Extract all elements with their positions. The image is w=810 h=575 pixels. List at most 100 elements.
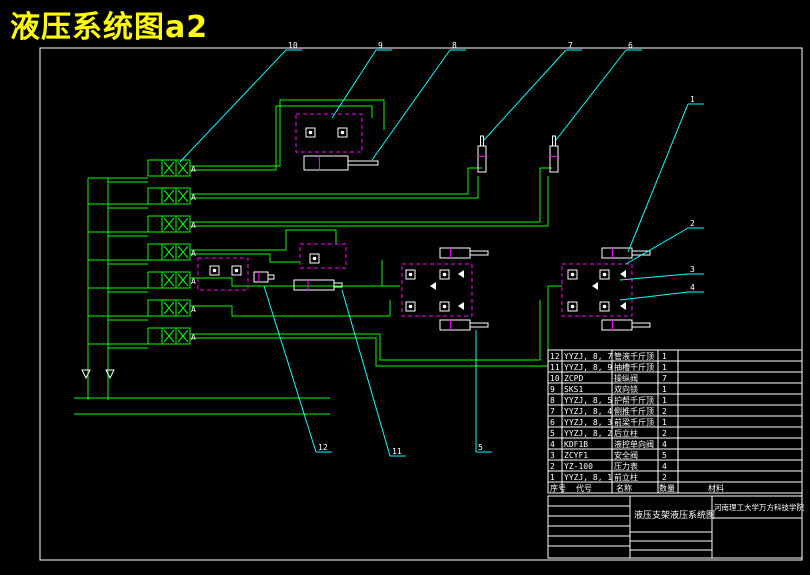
- to-front-col: [190, 260, 383, 287]
- bom-header-cell: 数量: [659, 483, 675, 493]
- bom-name: 前梁千斤顶: [614, 417, 654, 427]
- safety-valve-icon: [430, 282, 436, 290]
- bom-qty: 7: [662, 374, 667, 383]
- svg-text:A: A: [191, 221, 196, 230]
- leader-line: [619, 291, 689, 301]
- rear-column-bottom: [601, 319, 651, 331]
- to-cyl-6: [190, 167, 552, 223]
- safety-valve-icon: [458, 270, 464, 278]
- leader-lines: [179, 49, 704, 457]
- operating-valve: A: [147, 215, 196, 233]
- callout-number: 3: [690, 265, 695, 274]
- bom-no: 12: [550, 352, 560, 361]
- bom-no: 10: [550, 374, 560, 383]
- bom-no: 11: [550, 363, 560, 372]
- bom-qty: 1: [662, 385, 667, 394]
- bom-name: 抽槽千斤顶: [614, 362, 654, 372]
- bom-name: 操纵阀: [614, 373, 638, 383]
- to-front-col-b: [190, 300, 391, 317]
- leader-line: [371, 49, 451, 161]
- to-rear-col: [190, 300, 541, 361]
- to-side-cyl: [190, 99, 385, 167]
- callout-number: 4: [690, 283, 695, 292]
- leader-line: [331, 49, 377, 119]
- bom-no: 5: [550, 429, 555, 438]
- leader-line: [619, 273, 689, 281]
- bom-code: ZCPD: [564, 374, 583, 383]
- leader-line: [483, 49, 567, 141]
- to-cyl-11: [190, 229, 337, 251]
- svg-text:A: A: [191, 249, 196, 258]
- pipe-cylinder-12: [253, 271, 275, 283]
- to-side-cyl-b: [190, 105, 373, 171]
- bom-code: ZCYF1: [564, 451, 588, 460]
- valve-block-rear: [561, 263, 633, 317]
- bom-name: 前立柱: [614, 472, 638, 482]
- safety-valve-icon: [458, 302, 464, 310]
- bom-header-cell: 名称: [616, 483, 632, 493]
- callout-number: 9: [378, 41, 383, 50]
- to-cyl-11b: [190, 253, 300, 263]
- two-way-lock-9: [295, 113, 363, 153]
- bom-name: 侧推千斤顶: [614, 406, 654, 416]
- to-cyl-6b: [190, 176, 549, 227]
- operating-valve: A: [147, 159, 196, 177]
- leader-line: [627, 103, 689, 253]
- bom-qty: 1: [662, 418, 667, 427]
- rear-column-top: [601, 247, 651, 259]
- to-cyl-7b: [190, 176, 479, 199]
- front-beam-cylinder-6: [549, 135, 559, 173]
- filter-icon: [105, 369, 115, 380]
- bom-header-cell: 材料: [708, 483, 724, 493]
- to-cyl-7: [190, 167, 482, 195]
- to-rear-col-b: [190, 286, 549, 367]
- bom-qty: 2: [662, 473, 667, 482]
- valve-block-front: [401, 263, 473, 317]
- school-name: 河南理工大学万方科技学院: [714, 502, 804, 512]
- callout-number: 1: [690, 95, 695, 104]
- bom-no: 6: [550, 418, 555, 427]
- bom-qty: 1: [662, 396, 667, 405]
- bom-header-cell: 代号: [576, 483, 592, 493]
- operating-valve: A: [147, 187, 196, 205]
- bom-no: 9: [550, 385, 555, 394]
- svg-text:A: A: [191, 333, 196, 342]
- pull-cylinder-11: [293, 279, 343, 291]
- leader-line: [179, 49, 287, 163]
- check-valve-icon: [439, 301, 450, 312]
- callout-number: 5: [478, 443, 483, 452]
- callout-number: 8: [452, 41, 457, 50]
- bom-no: 4: [550, 440, 555, 449]
- check-valve-icon: [599, 269, 610, 280]
- svg-text:A: A: [191, 193, 196, 202]
- check-valve-icon: [337, 127, 348, 138]
- check-valve-icon: [567, 301, 578, 312]
- bom-qty: 5: [662, 451, 667, 460]
- check-valve-icon: [309, 253, 320, 264]
- bom-qty: 4: [662, 462, 667, 471]
- callout-number: 2: [690, 219, 695, 228]
- bom-name: 管液千斤顶: [614, 351, 654, 361]
- safety-valve-icon: [592, 282, 598, 290]
- bom-code: YYZJ, 8, 2: [564, 429, 612, 438]
- bom-code: YYZJ, 8, 9: [564, 363, 612, 372]
- svg-text:A: A: [191, 165, 196, 174]
- leader-line: [555, 49, 627, 141]
- bom-code: YZ-100: [564, 462, 593, 471]
- side-push-cylinder-7: [477, 135, 487, 173]
- lock-12: [197, 257, 249, 291]
- cylinder-symbols: [253, 135, 651, 331]
- bom-name: 护帮千斤顶: [614, 395, 654, 405]
- bom-row: 10 ZCPD 操纵阀 7: [550, 373, 667, 383]
